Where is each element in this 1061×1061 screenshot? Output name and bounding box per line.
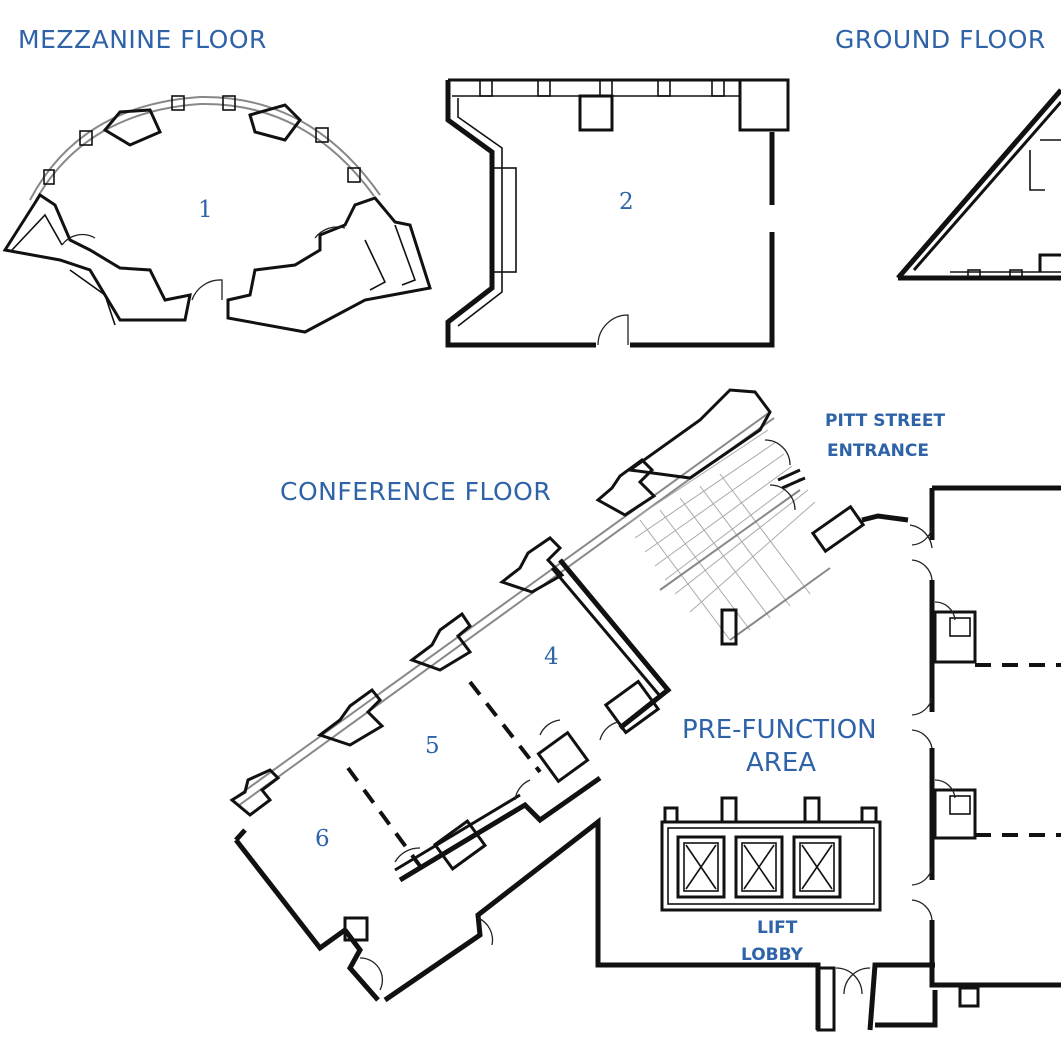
ground-floor-title: GROUND FLOOR bbox=[835, 25, 1046, 54]
room-2-number: 2 bbox=[619, 189, 634, 215]
staircase bbox=[624, 429, 831, 646]
mezzanine-floor-title: MEZZANINE FLOOR bbox=[18, 25, 267, 54]
room-6-number: 6 bbox=[315, 826, 330, 852]
conference-floor-title: CONFERENCE FLOOR bbox=[280, 477, 551, 506]
room-4-number: 4 bbox=[544, 644, 559, 670]
prefunction-label-line2: AREA bbox=[746, 748, 816, 778]
conference-floor-plan bbox=[229, 388, 1061, 1032]
pitt-street-label-line1: PITT STREET bbox=[825, 411, 945, 431]
room-1-number: 1 bbox=[198, 197, 213, 223]
ground-floor-plan bbox=[896, 88, 1061, 281]
room-5-number: 5 bbox=[425, 733, 440, 759]
prefunction-label-line1: PRE-FUNCTION bbox=[682, 715, 877, 745]
room-2-plan bbox=[445, 78, 790, 348]
lift-bank bbox=[660, 796, 882, 912]
pitt-street-label-line2: ENTRANCE bbox=[827, 441, 929, 461]
lift-lobby-label-line1: LIFT bbox=[757, 918, 798, 938]
room-1-plan bbox=[2, 95, 432, 334]
lift-lobby-label-line2: LOBBY bbox=[741, 945, 804, 965]
